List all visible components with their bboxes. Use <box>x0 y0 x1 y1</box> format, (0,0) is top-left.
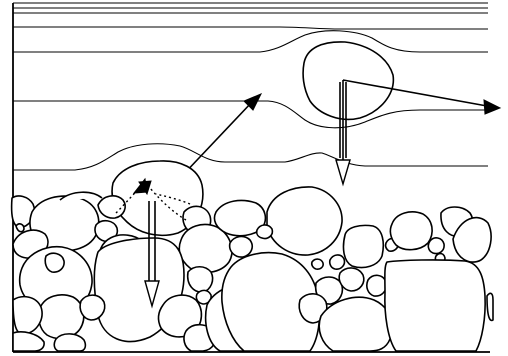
streamline-4 <box>13 143 488 171</box>
saltating-grain-gravity-arrowhead <box>144 280 160 309</box>
bed-grains <box>10 160 494 352</box>
lift-force-arrowhead <box>243 93 263 111</box>
streamline-3 <box>13 100 488 129</box>
drag-force-arrowhead <box>483 99 502 115</box>
drag-force-arrow <box>342 79 488 107</box>
suspended-grain-gravity-arrow <box>339 82 347 158</box>
lift-force-arrow <box>180 101 253 178</box>
suspended-grain-gravity-arrowhead <box>335 159 351 187</box>
impact-arrowhead-2 <box>138 180 152 196</box>
streamline-1 <box>13 26 488 30</box>
saltating-grain-gravity-arrow <box>148 201 156 282</box>
impact-path-1 <box>115 182 146 214</box>
streamline-2 <box>13 30 488 53</box>
